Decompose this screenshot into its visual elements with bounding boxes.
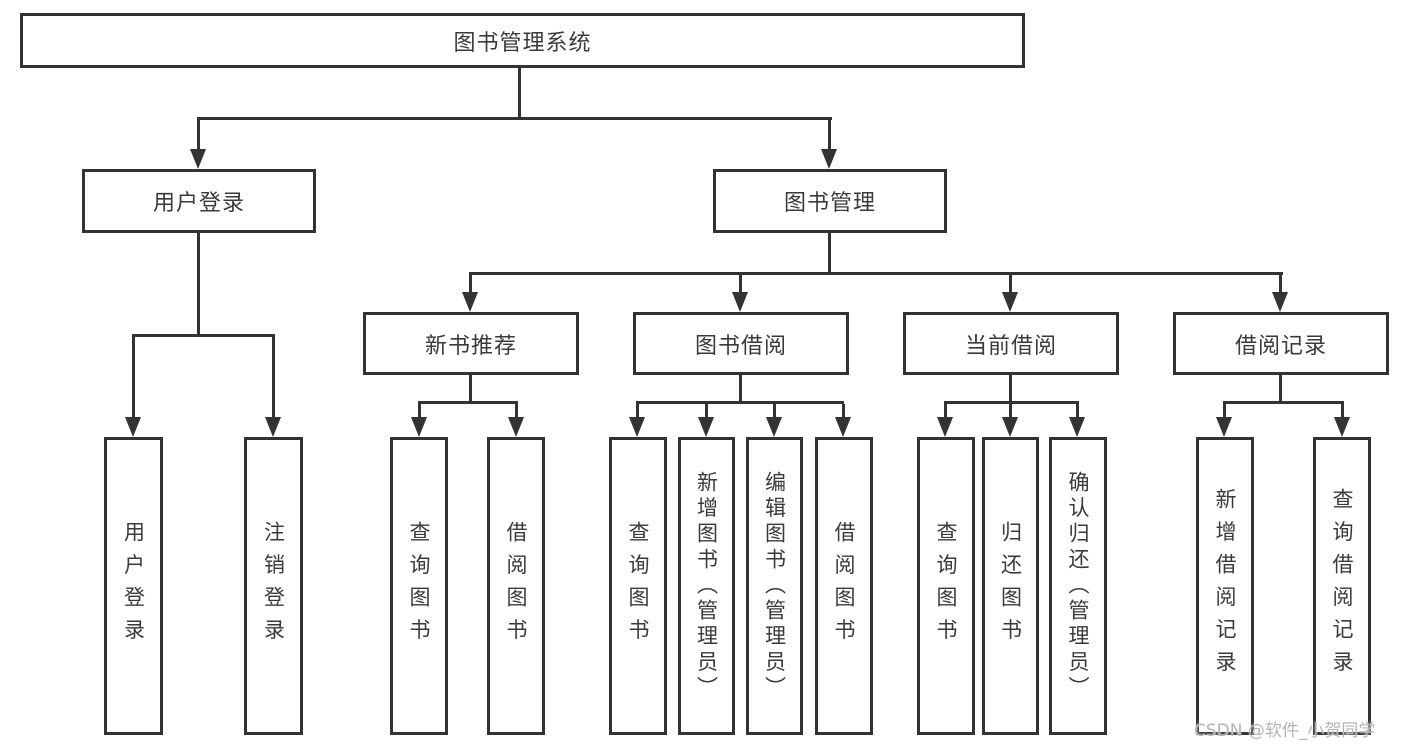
arrow-down-icon-c4: [835, 417, 851, 437]
arrow-down-icon-book-management: [821, 149, 837, 169]
leaf-add-borrow-record: 新增借阅记录: [1196, 437, 1254, 735]
connector-shaft-c1: [636, 404, 639, 419]
connector-shaft-book-borrowing: [739, 275, 742, 294]
connector-shaft-user-login: [197, 120, 200, 150]
arrow-down-icon-new-book: [462, 292, 478, 312]
connector-root-splitter: [197, 117, 832, 120]
leaf-confirm-return-admin: 确认归还（管理员）: [1049, 437, 1107, 735]
leaf-user-login: 用户登录: [104, 437, 163, 735]
node-label: 图书借阅: [694, 333, 787, 359]
node-label: 归还图书: [998, 520, 1023, 652]
connector-borrowing-records-splitter: [1223, 401, 1344, 404]
leaf-borrow-books-recommend: 借阅图书: [487, 437, 545, 735]
connector-shaft-e1: [1223, 404, 1226, 419]
connector-shaft-c3: [773, 404, 776, 419]
connector-shaft-b1: [418, 404, 421, 419]
leaf-borrow-books: 借阅图书: [815, 437, 873, 735]
node-library-system: 图书管理系统: [20, 13, 1025, 68]
connector-book-management-splitter: [469, 272, 1283, 275]
arrow-down-icon-user-login: [190, 149, 206, 169]
node-label: 图书管理系统: [453, 30, 592, 56]
connector-shaft-b2: [515, 404, 518, 419]
arrow-down-icon-b1: [411, 417, 427, 437]
node-label: 新增图书（管理员）: [694, 470, 719, 702]
connector-shaft-c2: [705, 404, 708, 419]
connector-new-book-splitter: [418, 401, 518, 404]
connector-root-trunk: [518, 68, 521, 120]
connector-shaft-borrowing-records: [1279, 275, 1282, 294]
arrow-down-icon-b2: [508, 417, 524, 437]
node-label: 图书管理: [783, 191, 876, 216]
connector-current-borrowing-trunk: [1009, 375, 1012, 404]
connector-new-book-trunk: [469, 375, 472, 404]
node-book-borrowing: 图书借阅: [633, 312, 849, 375]
connector-shaft-leaf-logout: [272, 337, 275, 419]
leaf-query-borrow-record: 查询借阅记录: [1313, 437, 1371, 735]
connector-user-login-trunk: [197, 233, 200, 337]
leaf-query-books-borrowing: 查询图书: [609, 437, 667, 735]
connector-shaft-book-management: [828, 120, 831, 150]
node-label: 编辑图书（管理员）: [762, 470, 787, 702]
node-user-login: 用户登录: [82, 169, 316, 233]
node-label: 借阅图书: [832, 520, 856, 652]
connector-book-borrowing-splitter: [636, 401, 844, 404]
node-label: 借阅图书: [504, 520, 528, 652]
leaf-edit-books-admin: 编辑图书（管理员）: [746, 437, 803, 735]
node-label: 注销登录: [261, 520, 286, 652]
arrow-down-icon-leaf-login: [125, 417, 141, 437]
arrow-down-icon-borrowing-records: [1272, 292, 1288, 312]
node-label: 确认归还（管理员）: [1066, 470, 1090, 702]
connector-shaft-d3: [1076, 404, 1079, 419]
node-current-borrowing: 当前借阅: [903, 312, 1119, 375]
arrow-down-icon-d3: [1069, 417, 1085, 437]
leaf-logout-login: 注销登录: [244, 437, 303, 735]
node-label: 用户登录: [152, 191, 245, 216]
node-label: 查询图书: [407, 520, 431, 652]
node-borrowing-records: 借阅记录: [1173, 312, 1389, 375]
node-label: 新书推荐: [424, 333, 517, 359]
connector-shaft-new-book: [469, 275, 472, 294]
connector-book-borrowing-trunk: [739, 375, 742, 404]
connector-shaft-current-borrowing: [1009, 275, 1012, 294]
node-label: 当前借阅: [964, 333, 1057, 359]
node-label: 查询图书: [626, 520, 650, 652]
connector-borrowing-records-trunk: [1279, 375, 1282, 404]
node-label: 借阅记录: [1234, 333, 1327, 359]
connector-user-login-splitter: [132, 334, 275, 337]
connector-current-borrowing-splitter: [944, 401, 1079, 404]
leaf-return-books: 归还图书: [982, 437, 1039, 735]
node-book-management: 图书管理: [713, 169, 947, 233]
arrow-down-icon-d1: [937, 417, 953, 437]
node-label: 查询图书: [934, 520, 958, 652]
leaf-query-books-current: 查询图书: [917, 437, 975, 735]
leaf-query-books-recommend: 查询图书: [390, 437, 448, 735]
arrow-down-icon-c3: [766, 417, 782, 437]
watermark: CSDN @软件_小贺同学: [1194, 721, 1376, 741]
node-new-book-recommendation: 新书推荐: [363, 312, 579, 375]
arrow-down-icon-d2: [1002, 417, 1018, 437]
arrow-down-icon-c2: [698, 417, 714, 437]
arrow-down-icon-leaf-logout: [265, 417, 281, 437]
arrow-down-icon-e1: [1216, 417, 1232, 437]
connector-shaft-e2: [1341, 404, 1344, 419]
leaf-add-books-admin: 新增图书（管理员）: [678, 437, 735, 735]
node-label: 新增借阅记录: [1213, 488, 1237, 684]
arrow-down-icon-current-borrowing: [1002, 292, 1018, 312]
connector-book-management-trunk: [828, 233, 831, 275]
node-label: 查询借阅记录: [1330, 488, 1354, 684]
arrow-down-icon-book-borrowing: [732, 292, 748, 312]
connector-shaft-d2: [1009, 404, 1012, 419]
connector-shaft-c4: [842, 404, 845, 419]
connector-shaft-leaf-login: [132, 337, 135, 419]
node-label: 用户登录: [121, 520, 146, 652]
arrow-down-icon-e2: [1334, 417, 1350, 437]
arrow-down-icon-c1: [629, 417, 645, 437]
connector-shaft-d1: [944, 404, 947, 419]
